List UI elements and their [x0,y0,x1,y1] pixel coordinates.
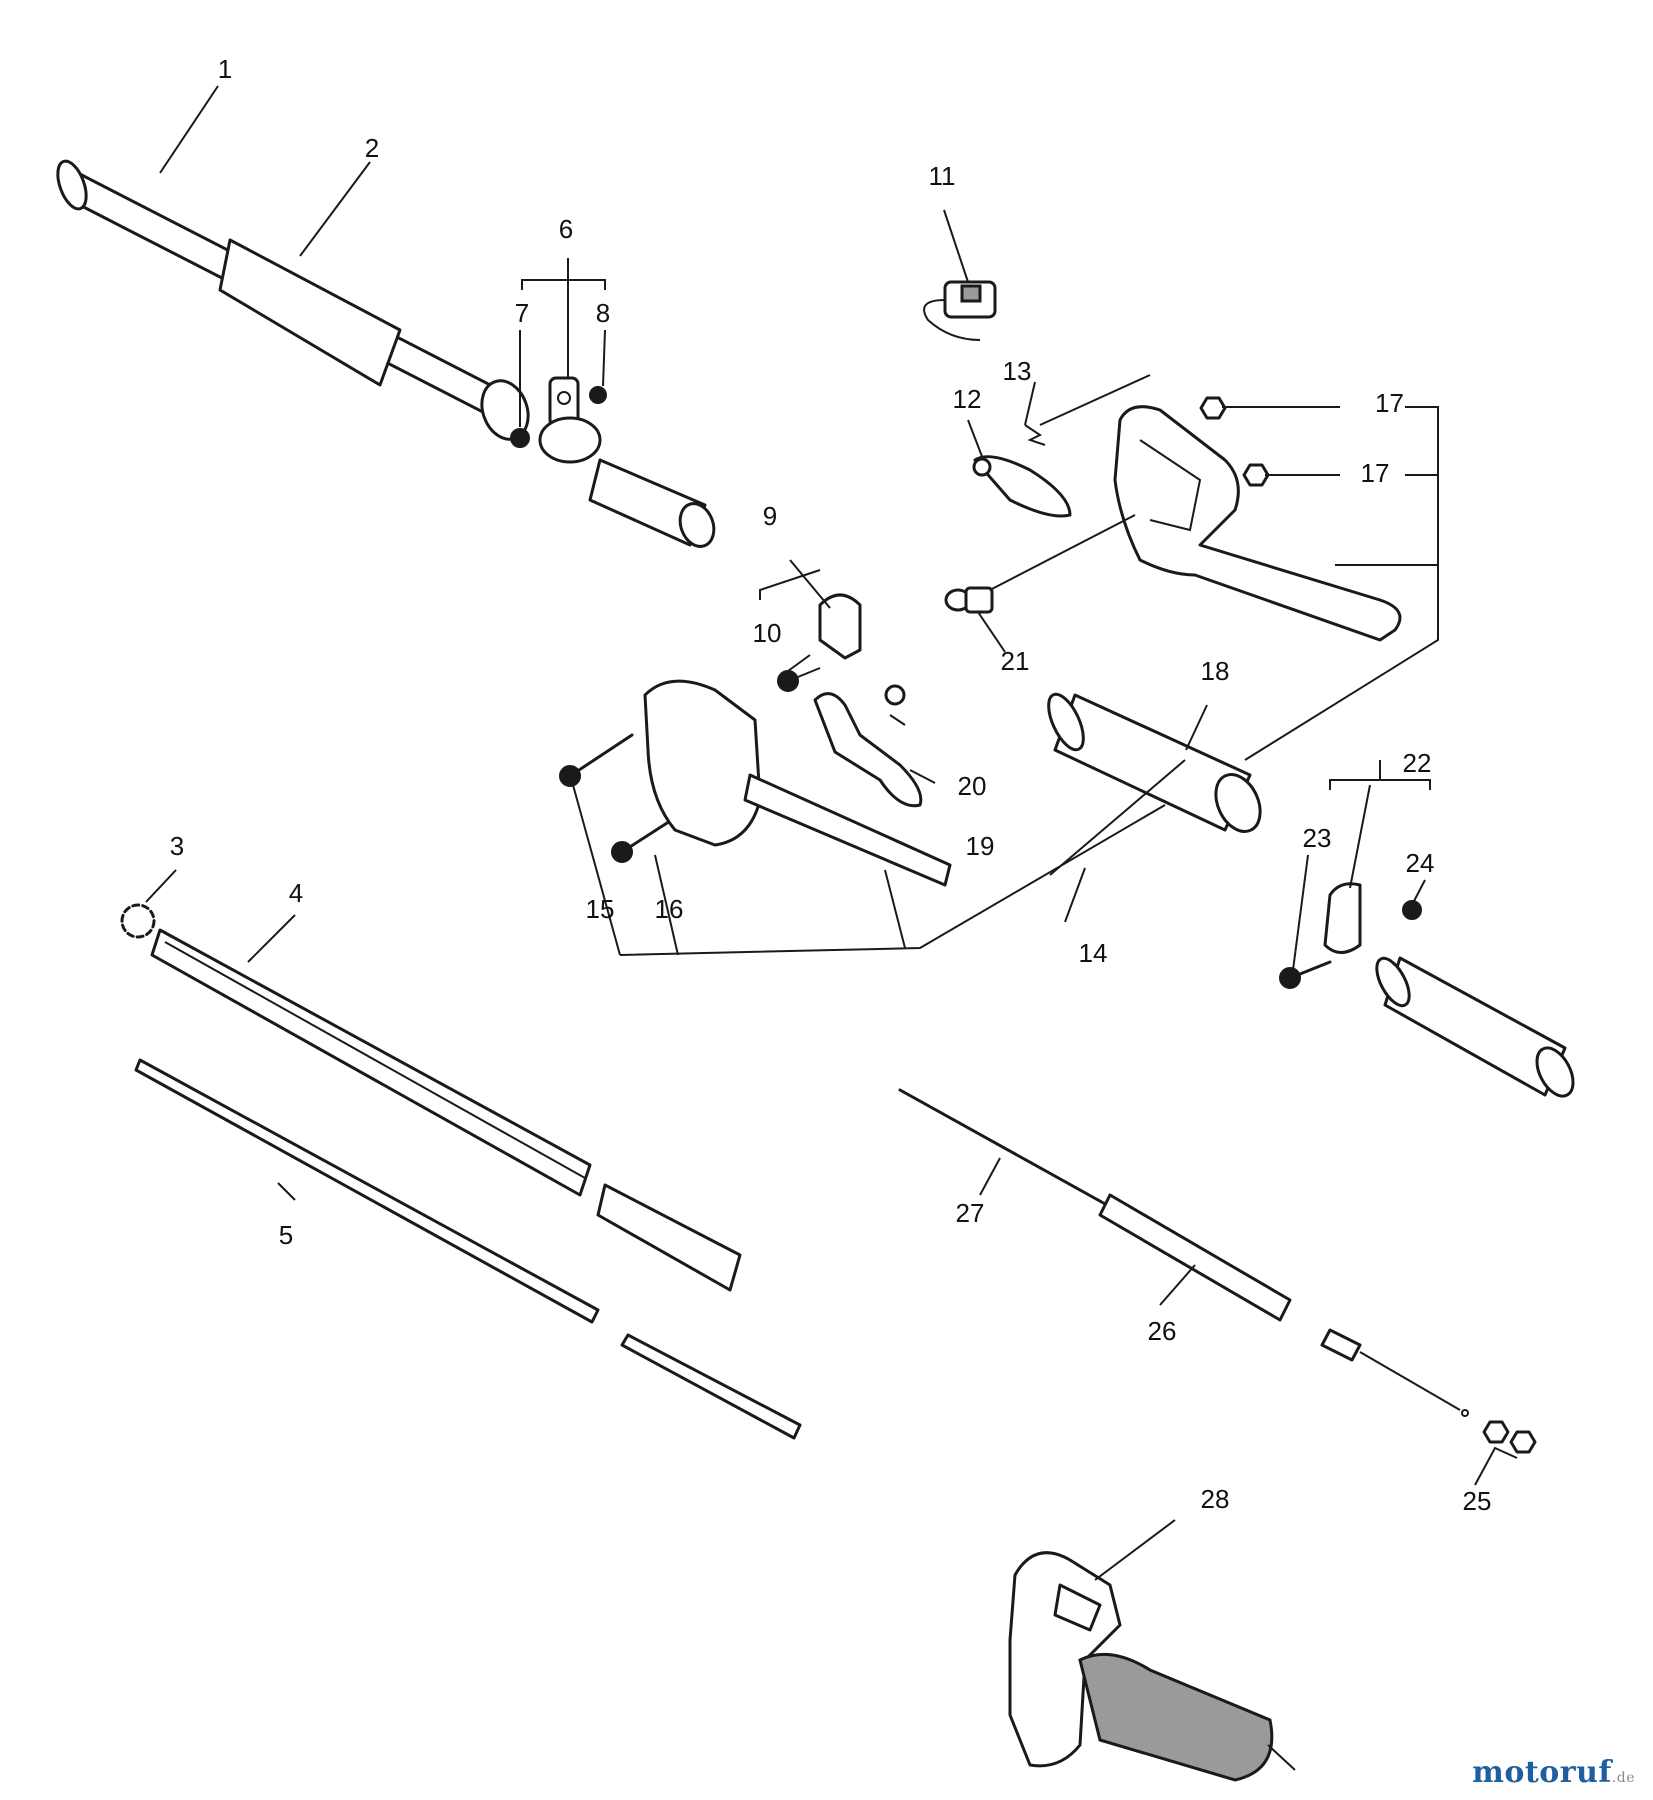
callout-27: 27 [956,1198,985,1228]
watermark-tld: .de [1611,1770,1635,1786]
callout-26: 26 [1148,1316,1177,1346]
cable-nuts [1482,1420,1537,1454]
collar-sleeve [588,458,716,548]
callout-20: 20 [958,771,987,801]
callout-3: 3 [170,831,184,861]
callout-11: 11 [929,161,956,191]
callout-10: 10 [753,618,782,648]
throttle-trigger [813,684,923,808]
callout-22: 22 [1403,748,1432,778]
callout-12: 12 [953,384,982,414]
callout-13: 13 [1003,356,1032,386]
callout-2: 2 [365,133,379,163]
callout-4: 4 [289,878,303,908]
callout-19: 19 [966,831,995,861]
callout-6: 6 [559,214,573,244]
drive-shaft [134,1058,802,1440]
watermark-name: motoruf [1472,1755,1612,1790]
leader-lines [145,85,1518,1581]
shaft-housing [150,928,742,1292]
callout-15: 15 [586,894,615,924]
rear-handle [1113,396,1402,642]
callout-16: 16 [655,894,684,924]
loop-clamp [1279,882,1422,989]
throttle-handle [559,679,952,887]
callout-18: 18 [1201,656,1230,686]
callout-17a: 17 [1375,388,1404,418]
callout-9: 9 [763,501,777,531]
switch-plate [972,424,1072,518]
callout-7: 7 [515,298,529,328]
lever-clamp [777,593,862,692]
callout-14: 14 [1079,938,1108,968]
main-tube [56,159,530,441]
stop-switch [923,280,997,341]
callout-17b: 17 [1361,458,1390,488]
callout-25: 25 [1463,1486,1492,1516]
callout-28: 28 [1201,1484,1230,1514]
callout-21: 21 [1001,646,1030,676]
site-watermark: motoruf.de [1472,1755,1635,1790]
callout-5: 5 [279,1220,293,1250]
handle-grip [1375,956,1575,1098]
throttle-cable [898,1088,1469,1417]
shoulder-strap [1008,1551,1296,1782]
tube-clamp [510,376,607,464]
star-washer [120,903,156,939]
callout-labels: 1 2 3 4 5 6 7 8 9 10 11 12 13 14 15 16 1… [170,54,1492,1516]
handle-bolt [944,586,994,614]
callout-8: 8 [596,298,610,328]
callout-24: 24 [1406,848,1435,878]
grip-sleeve [1047,692,1262,833]
callout-1: 1 [218,54,232,84]
callout-23: 23 [1303,823,1332,853]
